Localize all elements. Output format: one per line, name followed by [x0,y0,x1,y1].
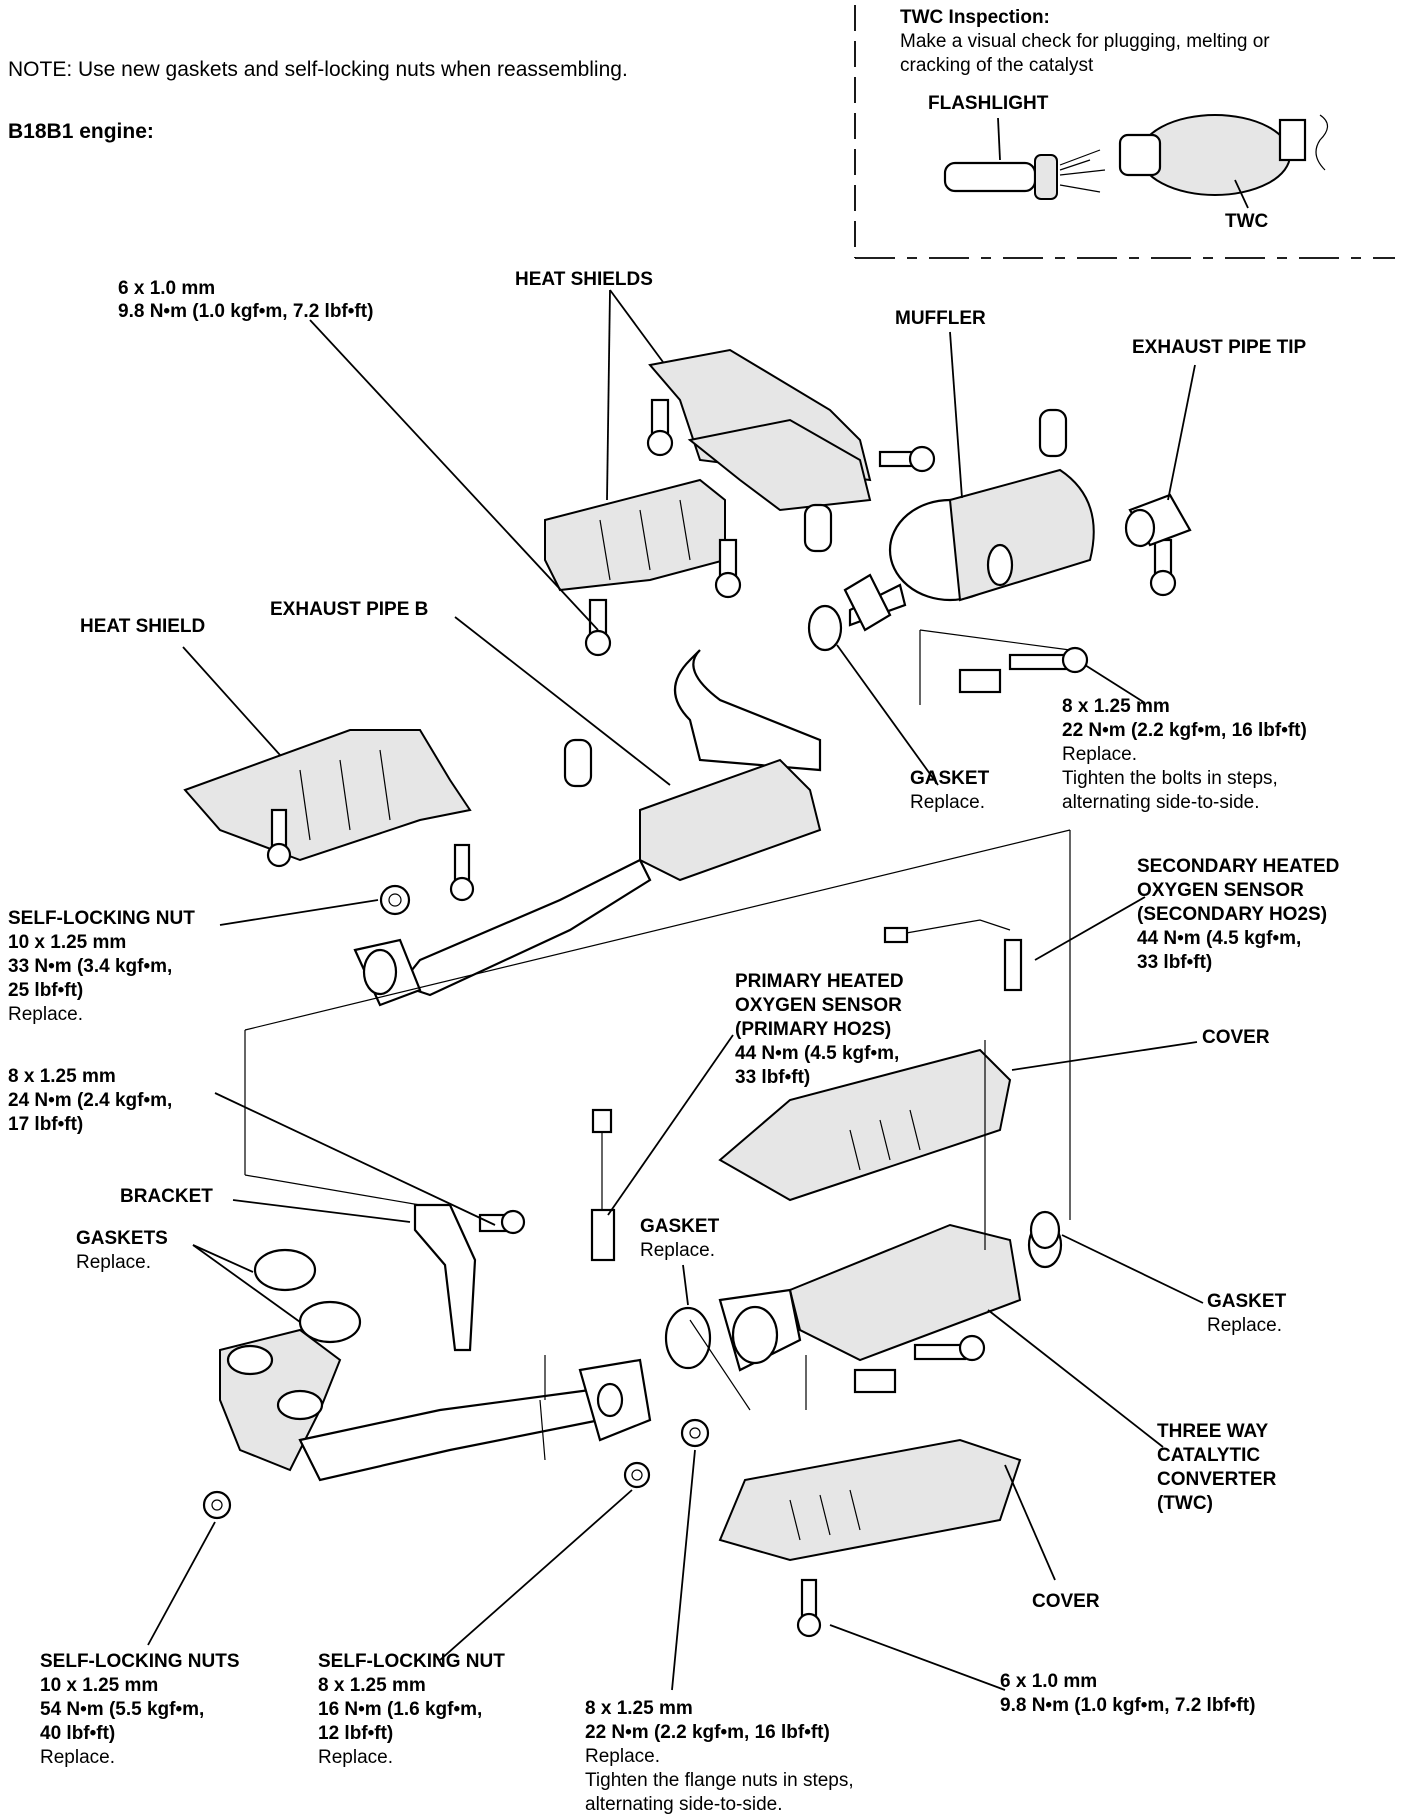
secondary-sensor-l2: OXYGEN SENSOR [1137,880,1304,901]
muffler [848,468,1095,627]
bolt-mid-note-1: Tighten the bolts in steps, [1062,768,1278,789]
bolt-top-torque: 9.8 N•m (1.0 kgf•m, 7.2 lbf•ft) [118,301,374,322]
nut-bottom-mid-l4: 12 lbf•ft) [318,1723,394,1744]
heat-shield-bolts [584,398,1177,657]
secondary-sensor-l1: SECONDARY HEATED [1137,856,1340,877]
flange-nuts-note-2: alternating side-to-side. [585,1794,783,1815]
twc-label-l2: CATALYTIC [1157,1445,1261,1466]
self-locking-nut-left-l3: 33 N•m (3.4 kgf•m, [8,956,173,977]
three-way-catalytic-converter [718,1221,1063,1372]
nuts-bottom-left-l1: SELF-LOCKING NUTS [40,1651,240,1672]
bolt-bottom-right-size: 6 x 1.0 mm [1000,1671,1098,1692]
bolt-mid-size: 8 x 1.25 mm [1062,696,1170,717]
self-locking-nut-left-l1: SELF-LOCKING NUT [8,908,195,929]
twc-label-l1: THREE WAY [1157,1421,1269,1442]
exhaust-pipe-b-label: EXHAUST PIPE B [270,599,429,620]
bolt-top-size: 6 x 1.0 mm [118,278,216,299]
nuts-bottom-left-l2: 10 x 1.25 mm [40,1675,159,1696]
upper-cover [718,1048,1012,1202]
center-gasket [664,1306,712,1370]
assembly-lines [244,629,1071,1461]
rubber-hangers [563,408,1068,788]
left-self-locking-nut [379,884,411,916]
flange-nuts-torque: 22 N•m (2.2 kgf•m, 16 lbf•ft) [585,1722,830,1743]
primary-oxygen-sensor [590,1108,616,1262]
bolt-bracket-size: 8 x 1.25 mm [8,1066,116,1087]
gasket-mid-label: GASKET [910,768,990,789]
inset-twc-label: TWC [1225,211,1269,232]
twc-inset-icon [1118,114,1329,196]
gaskets-left-label: GASKETS [76,1228,168,1249]
primary-sensor-l1: PRIMARY HEATED [735,971,904,992]
self-locking-nut-left-l5: Replace. [8,1004,83,1025]
bolt-mid-torque: 22 N•m (2.2 kgf•m, 16 lbf•ft) [1062,720,1307,741]
bracket-label: BRACKET [120,1186,213,1207]
cover-bottom-label: COVER [1032,1591,1100,1612]
exhaust-pipe-tip [1124,493,1192,548]
muffler-spring-bolt [958,646,1089,694]
nut-bottom-mid-l3: 16 N•m (1.6 kgf•m, [318,1699,483,1720]
secondary-sensor-l4: 44 N•m (4.5 kgf•m, [1137,928,1302,949]
flange-nuts-note-1: Tighten the flange nuts in steps, [585,1770,854,1791]
engine-label: B18B1 engine: [8,120,154,143]
flange-nuts-size: 8 x 1.25 mm [585,1698,693,1719]
bolt-bracket-torque-1: 24 N•m (2.4 kgf•m, [8,1090,173,1111]
nuts-bottom-left-l5: Replace. [40,1747,115,1768]
gasket-mid-note: Replace. [910,792,985,813]
primary-sensor-l3: (PRIMARY HO2S) [735,1019,892,1040]
self-locking-nut-left-l4: 25 lbf•ft) [8,980,84,1001]
bolt-bottom-right-torque: 9.8 N•m (1.0 kgf•m, 7.2 lbf•ft) [1000,1695,1256,1716]
gasket-center-note: Replace. [640,1240,715,1261]
twc-label-l3: CONVERTER [1157,1469,1277,1490]
primary-sensor-l4: 44 N•m (4.5 kgf•m, [735,1043,900,1064]
twc-label-l4: (TWC) [1157,1493,1213,1514]
inset-line-1: Make a visual check for plugging, meltin… [900,31,1270,52]
bolt-mid-note-2: alternating side-to-side. [1062,792,1260,813]
self-locking-nut-left-l2: 10 x 1.25 mm [8,932,127,953]
exhaust-pipe-tip-label: EXHAUST PIPE TIP [1132,337,1307,358]
flange-nuts-replace: Replace. [585,1746,660,1767]
gaskets-left-note: Replace. [76,1252,151,1273]
left-heat-shield [183,729,475,902]
heat-shield-label: HEAT SHIELD [80,616,206,637]
inset-title: TWC Inspection: [900,7,1050,28]
heat-shields-label: HEAT SHIELDS [515,269,653,290]
gasket-right-label: GASKET [1207,1291,1287,1312]
inset-flashlight-label: FLASHLIGHT [928,93,1049,114]
inset-leaders [997,117,1249,209]
leader-lines [147,289,1204,1691]
primary-sensor-l5: 33 lbf•ft) [735,1067,811,1088]
lower-cover [718,1438,1022,1638]
secondary-sensor-l3: (SECONDARY HO2S) [1137,904,1328,925]
nuts-bottom-left-l4: 40 lbf•ft) [40,1723,116,1744]
gasket-right-note: Replace. [1207,1315,1282,1336]
twc-spring-bolt [853,1334,986,1394]
note-text: NOTE: Use new gaskets and self-locking n… [8,58,628,81]
nut-bottom-mid-l2: 8 x 1.25 mm [318,1675,426,1696]
nut-bottom-mid-l1: SELF-LOCKING NUT [318,1651,505,1672]
nuts-bottom-left-l3: 54 N•m (5.5 kgf•m, [40,1699,205,1720]
right-gasket [1029,1210,1061,1250]
exhaust-pipe-a [219,1328,652,1482]
mid-gasket [807,573,892,652]
inset-border [854,5,1395,259]
primary-sensor-l2: OXYGEN SENSOR [735,995,902,1016]
muffler-label: MUFFLER [895,308,986,329]
exhaust-pipe-b [353,649,822,1007]
nut-bottom-mid-l5: Replace. [318,1747,393,1768]
bolt-mid-replace: Replace. [1062,744,1137,765]
cover-top-label: COVER [1202,1027,1270,1048]
upper-heat-shield [544,348,872,592]
lower-nuts [202,1418,710,1520]
bolt-bracket-torque-2: 17 lbf•ft) [8,1114,84,1135]
bracket [413,1203,526,1352]
flashlight-icon [943,149,1106,200]
inset-line-2: cracking of the catalyst [900,55,1094,76]
gasket-center-label: GASKET [640,1216,720,1237]
secondary-sensor-l5: 33 lbf•ft) [1137,952,1213,973]
secondary-oxygen-sensor [883,919,1023,992]
exhaust-manifold-gaskets [253,1248,362,1344]
